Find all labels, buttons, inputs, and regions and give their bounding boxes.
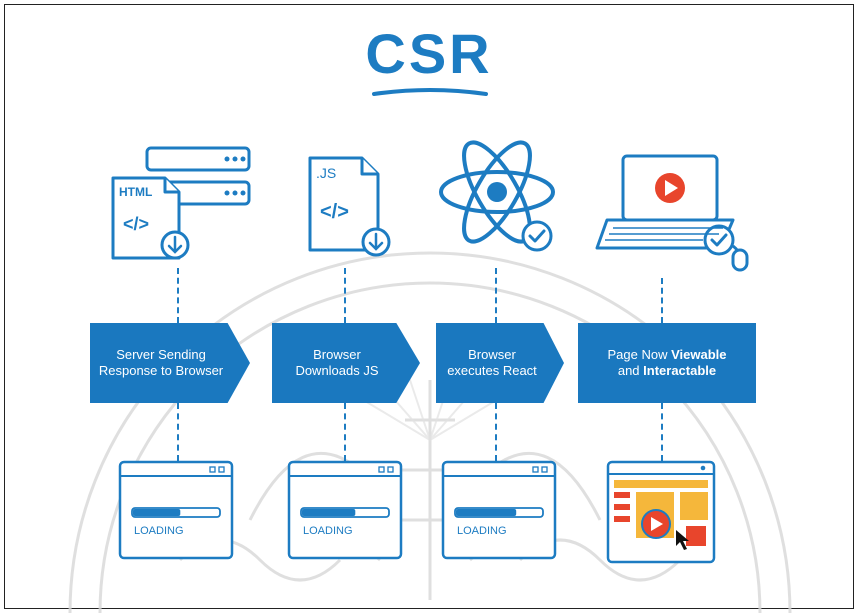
- js-file-label: .JS: [316, 165, 336, 181]
- html-file-server-icon: HTML </>: [111, 146, 251, 260]
- step-browser-executes-react: Browser executes React: [436, 323, 564, 403]
- connector-line: [177, 403, 179, 461]
- connector-line: [344, 268, 346, 323]
- connector-line: [177, 268, 179, 323]
- connector-line: [344, 403, 346, 461]
- progress-bar-fill: [456, 509, 517, 516]
- laptop-video-icon: [595, 154, 749, 272]
- step-1-line-2: Response to Browser: [98, 363, 224, 378]
- js-code-glyph: </>: [320, 201, 349, 223]
- html-code-glyph: </>: [123, 214, 149, 234]
- step-3-line-1: Browser: [468, 347, 516, 362]
- page-title: CSR: [365, 22, 493, 85]
- connector-line: [661, 278, 663, 323]
- step-browser-downloads-js: Browser Downloads JS: [272, 323, 420, 403]
- step-4-viewable: Viewable: [671, 347, 727, 362]
- react-atom-icon: [439, 140, 555, 252]
- connector-line: [495, 268, 497, 323]
- loading-window-3: LOADING: [441, 460, 557, 560]
- step-1-line-1: Server Sending: [116, 347, 206, 362]
- progress-bar-fill: [133, 509, 181, 516]
- step-4-line-2-pre: and: [617, 363, 644, 378]
- loading-label: LOADING: [303, 525, 353, 537]
- step-server-sending: Server Sending Response to Browser: [90, 323, 250, 403]
- loading-window-2: LOADING: [287, 460, 403, 560]
- loading-window-1: LOADING: [118, 460, 234, 560]
- js-file-icon: .JS </>: [308, 156, 391, 257]
- connector-line: [495, 403, 497, 461]
- step-4-line-1-pre: Page Now: [607, 347, 672, 362]
- step-2-line-2: Downloads JS: [295, 363, 379, 378]
- step-page-viewable: Page Now Viewable and Interactable: [578, 323, 756, 403]
- html-file-label: HTML: [119, 185, 152, 199]
- loading-label: LOADING: [457, 525, 507, 537]
- step-2-line-1: Browser: [313, 347, 361, 362]
- title-underline: [372, 88, 488, 96]
- step-3-line-2: executes React: [447, 363, 537, 378]
- loading-label: LOADING: [134, 525, 184, 537]
- rendered-page-window: [606, 460, 716, 564]
- connector-line: [661, 403, 663, 461]
- progress-bar-fill: [302, 509, 356, 516]
- step-4-interactable: Interactable: [643, 363, 717, 378]
